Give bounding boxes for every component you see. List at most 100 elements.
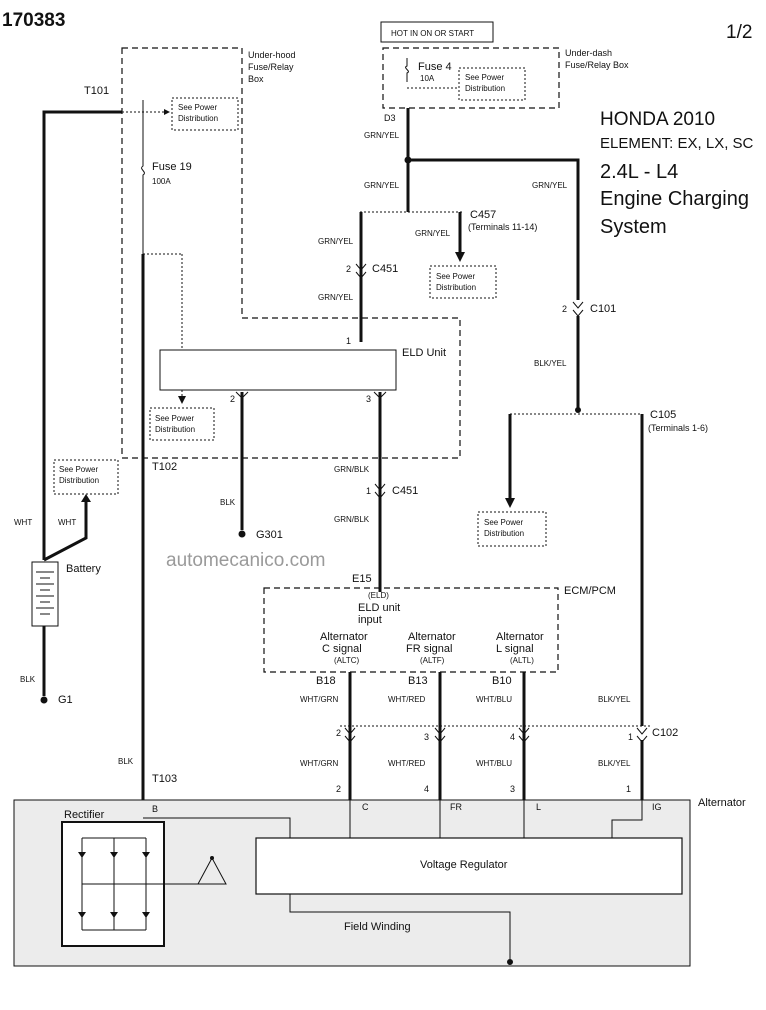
model-title: ELEMENT: EX, LX, SC bbox=[600, 135, 754, 152]
alt-fr-1: Alternator bbox=[408, 631, 456, 643]
c451-label-bottom: C451 bbox=[392, 485, 418, 497]
ecm-label: ECM/PCM bbox=[564, 585, 616, 597]
fuse19-amp: 100A bbox=[152, 177, 171, 186]
see-power-dist-4[interactable] bbox=[149, 407, 215, 441]
system-title-line1: Engine Charging bbox=[600, 188, 749, 210]
t101-label: T101 bbox=[84, 85, 109, 97]
system-title-line2: System bbox=[600, 216, 667, 238]
wire-label-grn-yel-1: GRN/YEL bbox=[364, 131, 400, 140]
fuse4-label: Fuse 4 bbox=[418, 61, 452, 73]
term-c: C bbox=[362, 802, 369, 812]
b18-label: B18 bbox=[316, 675, 336, 687]
eld-pin3: 3 bbox=[366, 394, 371, 404]
wire-label-grn-yel-6: GRN/YEL bbox=[318, 293, 354, 302]
ecm-pcm-box bbox=[263, 587, 559, 673]
alt-c-3: (ALTC) bbox=[334, 656, 360, 665]
wire-battery-t101 bbox=[42, 110, 122, 560]
see-power-dist-5[interactable] bbox=[477, 511, 547, 547]
alt-l-1: Alternator bbox=[496, 631, 544, 643]
b13-label: B13 bbox=[408, 675, 428, 687]
see-power-4-line1: See Power bbox=[155, 414, 194, 423]
watermark: automecanico.com bbox=[166, 550, 325, 571]
alternator-label: Alternator bbox=[698, 797, 746, 809]
b10-label: B10 bbox=[492, 675, 512, 687]
underhood-label-2: Fuse/Relay bbox=[248, 62, 294, 72]
alt-fr-2: FR signal bbox=[406, 643, 452, 655]
wire-grn-yel-to-c101 bbox=[408, 158, 580, 300]
c101-pin2: 2 bbox=[562, 304, 567, 314]
hot-in-box bbox=[380, 21, 494, 43]
see-power-2-line2: Distribution bbox=[436, 283, 476, 292]
see-power-6-line1: See Power bbox=[59, 465, 98, 474]
c102-pin-l: 4 bbox=[510, 732, 515, 742]
voltage-regulator-box bbox=[255, 837, 683, 895]
wire-label-grn-yel-5: GRN/YEL bbox=[415, 229, 451, 238]
field-winding-label: Field Winding bbox=[344, 921, 411, 933]
see-power-3-line2: Distribution bbox=[178, 114, 218, 123]
alt-pin-c: 2 bbox=[336, 784, 341, 794]
hot-in-label: HOT IN ON OR START bbox=[391, 29, 474, 38]
rectifier-label: Rectifier bbox=[64, 809, 105, 821]
see-power-4-line2: Distribution bbox=[155, 425, 195, 434]
wire-label-wht-red-1: WHT/RED bbox=[388, 695, 426, 704]
voltage-regulator-label: Voltage Regulator bbox=[420, 859, 508, 871]
wire-label-wht-red-2: WHT/RED bbox=[388, 759, 426, 768]
c105-terms: (Terminals 1-6) bbox=[648, 423, 708, 433]
wire-label-grn-blk-1: GRN/BLK bbox=[334, 465, 370, 474]
see-power-3-line1: See Power bbox=[178, 103, 217, 112]
alt-pin-fr: 4 bbox=[424, 784, 429, 794]
see-power-dist-3[interactable] bbox=[171, 97, 239, 131]
c457-terms: (Terminals 11-14) bbox=[468, 222, 537, 232]
page-indicator: 1/2 bbox=[726, 22, 752, 43]
see-power-5-line2: Distribution bbox=[484, 529, 524, 538]
wire-label-wht-grn-2: WHT/GRN bbox=[300, 759, 338, 768]
see-power-dist-2[interactable] bbox=[429, 265, 497, 299]
battery-label: Battery bbox=[66, 563, 101, 575]
see-power-1-line2: Distribution bbox=[465, 84, 505, 93]
underdash-label-2: Fuse/Relay Box bbox=[565, 60, 629, 70]
wire-label-blk-t103: BLK bbox=[118, 757, 134, 766]
c451-pin2: 2 bbox=[346, 264, 351, 274]
c102-label: C102 bbox=[652, 727, 678, 739]
underdash-fuse-box bbox=[382, 47, 560, 109]
c102-pin-fr: 3 bbox=[424, 732, 429, 742]
eld-pin2: 2 bbox=[230, 394, 235, 404]
see-power-2-line1: See Power bbox=[436, 272, 475, 281]
c451-bottom-pin1: 1 bbox=[366, 486, 371, 496]
g301-label: G301 bbox=[256, 529, 283, 541]
wire-label-wht-1: WHT bbox=[14, 518, 32, 527]
alt-pin-ig: 1 bbox=[626, 784, 631, 794]
alt-l-2: L signal bbox=[496, 643, 534, 655]
wire-label-blk-yel-1: BLK/YEL bbox=[534, 359, 567, 368]
c457-label: C457 bbox=[470, 209, 496, 221]
fuse4-amp: 10A bbox=[420, 74, 435, 83]
underhood-label-1: Under-hood bbox=[248, 50, 296, 60]
c105-label: C105 bbox=[650, 409, 676, 421]
c101-label: C101 bbox=[590, 303, 616, 315]
see-power-dist-1[interactable] bbox=[458, 67, 526, 101]
d3-label: D3 bbox=[384, 113, 396, 123]
underdash-label-1: Under-dash bbox=[565, 48, 612, 58]
eld-unit-box bbox=[159, 349, 397, 391]
alt-c-2: C signal bbox=[322, 643, 362, 655]
wire-label-grn-yel-2: GRN/YEL bbox=[364, 181, 400, 190]
see-power-5-line1: See Power bbox=[484, 518, 523, 527]
g1-label: G1 bbox=[58, 694, 73, 706]
see-power-1-line1: See Power bbox=[465, 73, 504, 82]
c102-pin-ig: 1 bbox=[628, 732, 633, 742]
alt-l-3: (ALTL) bbox=[510, 656, 534, 665]
wire-label-grn-yel-3: GRN/YEL bbox=[532, 181, 568, 190]
t103-label: T103 bbox=[152, 773, 177, 785]
wire-label-wht-blu-1: WHT/BLU bbox=[476, 695, 512, 704]
c451-label-top: C451 bbox=[372, 263, 398, 275]
eld-unit-label: ELD Unit bbox=[402, 347, 446, 359]
term-fr: FR bbox=[450, 802, 462, 812]
stator-symbol bbox=[197, 856, 227, 885]
eld-input-2: input bbox=[358, 614, 382, 626]
g301-ground bbox=[238, 530, 246, 538]
wire-label-wht-blu-2: WHT/BLU bbox=[476, 759, 512, 768]
wire-label-grn-blk-2: GRN/BLK bbox=[334, 515, 370, 524]
t102-label: T102 bbox=[152, 461, 177, 473]
term-ig: IG bbox=[652, 802, 662, 812]
see-power-dist-6[interactable] bbox=[53, 459, 119, 495]
